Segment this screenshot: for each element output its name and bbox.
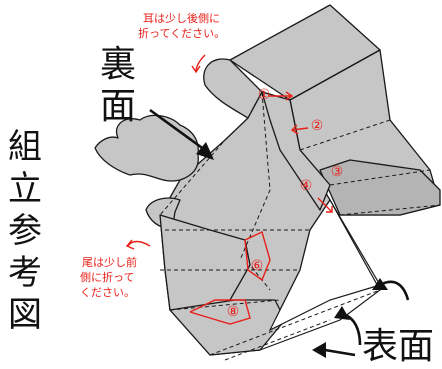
back-arrow-head [196,142,214,160]
fold-line-12 [209,289,381,356]
ear-note-line-2: 折ってください。 [138,26,225,40]
fold-line-10 [244,239,271,291]
step-3-label: ③ [331,164,344,180]
front-flap-edge [259,199,381,351]
tail-note-line-2: 側に折って [80,270,134,284]
step-6-label: ⑥ [251,258,264,274]
fold-line-11 [239,91,271,261]
fold-line-3 [299,119,391,151]
front-arrow-3-head [312,342,326,358]
fold-line-6 [159,117,249,216]
tail-note-line-3: ください。 [80,286,135,299]
tail-note-arrow [125,239,151,250]
fold-line-9 [169,299,281,311]
step-2-label: ② [311,118,324,134]
fold-line-1 [229,59,263,93]
step-2-arrow [290,124,309,135]
step-outline-8 [189,299,251,325]
tail-note-line-1: 尾は少し前 [82,255,137,269]
ear-note-line-1: 耳は少し後側に [143,11,220,25]
step-8-label: ⑧ [227,304,240,320]
fold-line-5 [339,204,441,216]
front-arrow-1-head [372,278,388,290]
step-outline-6 [244,231,271,282]
ear-note-arrow [191,54,206,74]
fold-line-4 [329,169,431,186]
title-char-1: 組 [8,127,42,167]
front-arrow-2-head [334,306,350,320]
fold-line-2 [289,49,381,101]
front-surface-label: 表面 [362,326,434,367]
back-surface-char-2: 面 [100,86,136,127]
snout-panel [319,159,441,216]
front-arrow-3 [324,348,356,357]
step-4-label: ④ [300,178,313,194]
ear-piece [203,58,263,119]
back-arrow [149,108,206,152]
back-surface-char-1: 裏 [100,44,136,85]
title-char-4: 考 [8,253,42,293]
title-char-3: 参 [8,211,42,251]
title-char-5: 図 [8,295,42,335]
step-4-arrow [317,197,333,213]
neck-panel [261,91,331,211]
fold-line-13 [224,319,331,361]
step-1-arrow [268,91,294,101]
step-1-label: ① [258,87,271,103]
title-char-2: 立 [8,169,42,209]
front-arrow-1 [381,280,410,301]
